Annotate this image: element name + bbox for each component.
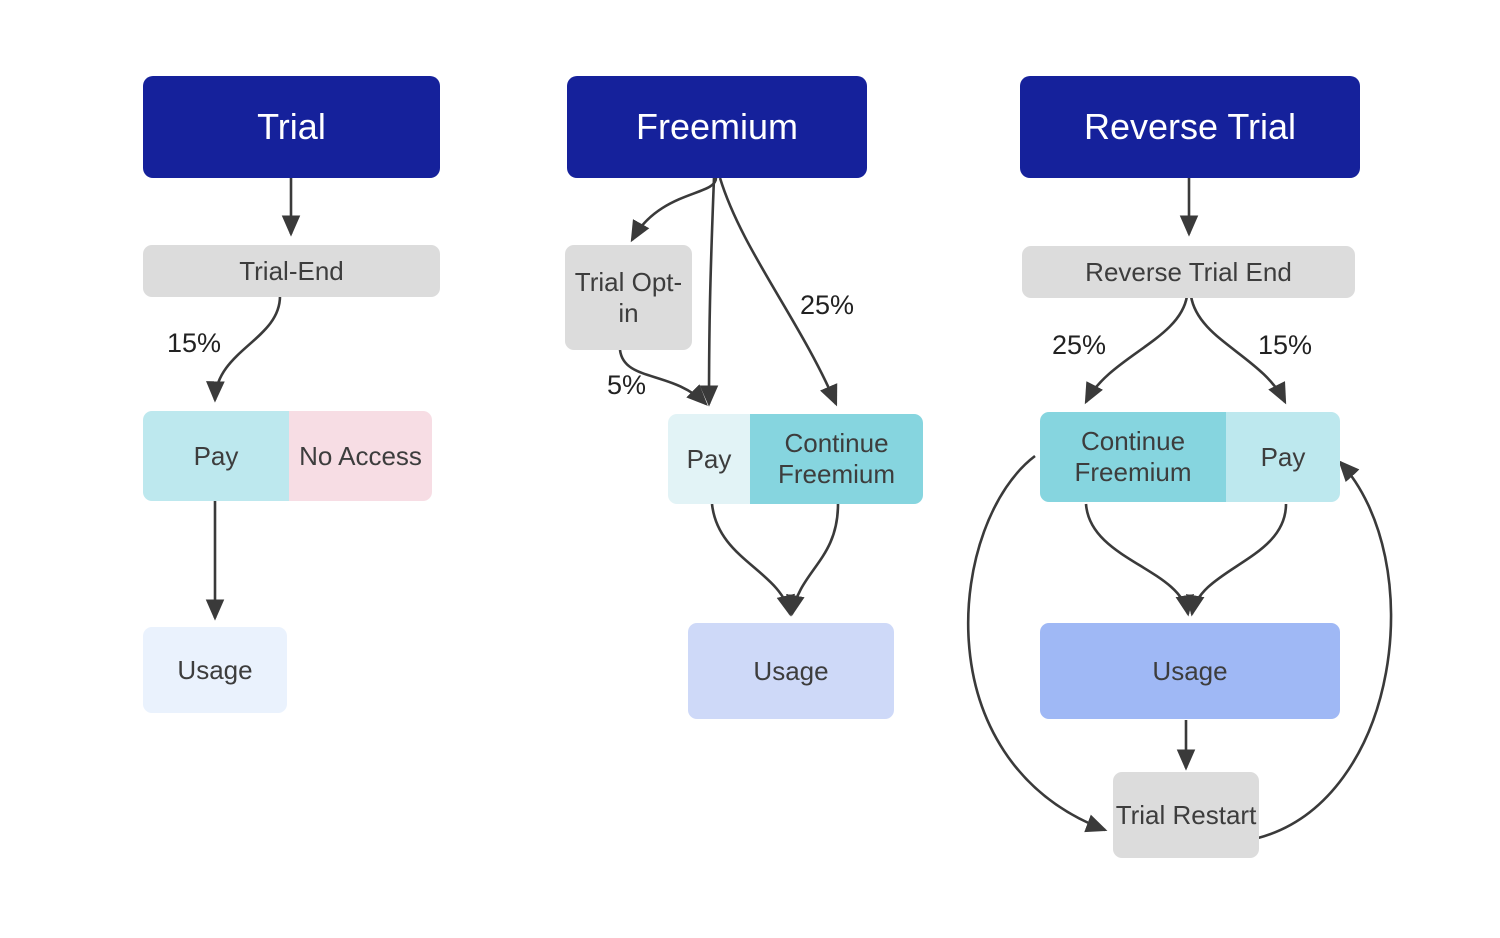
node-trial-no-access[interactable]: No Access: [289, 411, 432, 501]
node-trial-end[interactable]: Trial-End: [143, 245, 440, 297]
edge-continue-freemium-to-usage-3: [1084, 503, 1194, 617]
node-freemium-continue[interactable]: Continue Freemium: [750, 414, 923, 504]
node-reverse-pay[interactable]: Pay: [1226, 412, 1340, 502]
edge-label-15-percent: 15%: [167, 328, 222, 358]
node-trial-pay-label: Pay: [193, 440, 239, 471]
edge-label-5-percent: 5%: [607, 370, 647, 400]
edge-trial-end-to-pay: [206, 295, 282, 403]
node-trial-no-access-label: No Access: [299, 440, 422, 471]
edge-label-15-percent-reverse: 15%: [1258, 330, 1313, 360]
edge-pay-to-usage-2: [710, 503, 795, 617]
header-freemium[interactable]: Freemium: [567, 76, 867, 178]
node-trial-usage[interactable]: Usage: [143, 627, 287, 713]
edge-freemium-to-trial-opt-in: [630, 177, 718, 243]
node-trial-usage-label: Usage: [177, 654, 253, 685]
edge-label-end-to-continue: 25%: [1052, 330, 1106, 361]
edge-pay-to-usage-3: [1186, 503, 1288, 617]
node-trial-end-label: Trial-End: [239, 255, 344, 286]
edge-label-freemium-to-continue: 25%: [800, 290, 854, 321]
node-trial-opt-in[interactable]: Trial Opt-in: [565, 245, 692, 350]
edge-continue-freemium-to-usage: [786, 503, 840, 617]
edge-label-opt-in-to-pay: 5%: [607, 370, 646, 401]
header-freemium-label: Freemium: [635, 105, 799, 147]
node-reverse-trial-end[interactable]: Reverse Trial End: [1022, 246, 1355, 298]
node-freemium-continue-label: Continue Freemium: [777, 428, 895, 489]
node-trial-opt-in-label: Trial Opt-in: [574, 266, 683, 328]
edge-label-25-percent-freemium: 25%: [800, 290, 855, 320]
edge-freemium-to-pay: [699, 177, 719, 407]
node-reverse-continue-label: Continue Freemium: [1074, 426, 1192, 487]
edge-label-end-to-pay: 15%: [1258, 330, 1312, 361]
node-trial-restart[interactable]: Trial Restart: [1113, 772, 1259, 858]
node-reverse-usage-label: Usage: [1152, 655, 1228, 686]
node-freemium-pay-label: Pay: [686, 443, 732, 474]
node-trial-pay[interactable]: Pay: [143, 411, 289, 501]
edge-label-25-percent-reverse: 25%: [1052, 330, 1107, 360]
edge-label-trial-end-to-pay: 15%: [167, 328, 221, 359]
node-reverse-pay-label: Pay: [1260, 441, 1306, 472]
header-trial-label: Trial: [257, 105, 326, 147]
header-reverse-trial-label: Reverse Trial: [1083, 105, 1297, 147]
node-freemium-usage[interactable]: Usage: [688, 623, 894, 719]
node-reverse-usage[interactable]: Usage: [1040, 623, 1340, 719]
header-trial[interactable]: Trial: [143, 76, 440, 178]
node-freemium-usage-label: Usage: [753, 655, 829, 686]
header-reverse-trial[interactable]: Reverse Trial: [1020, 76, 1360, 178]
node-reverse-trial-end-label: Reverse Trial End: [1085, 256, 1292, 287]
node-freemium-pay[interactable]: Pay: [668, 414, 750, 504]
node-trial-restart-label: Trial Restart: [1115, 799, 1257, 830]
node-reverse-continue[interactable]: Continue Freemium: [1040, 412, 1226, 502]
